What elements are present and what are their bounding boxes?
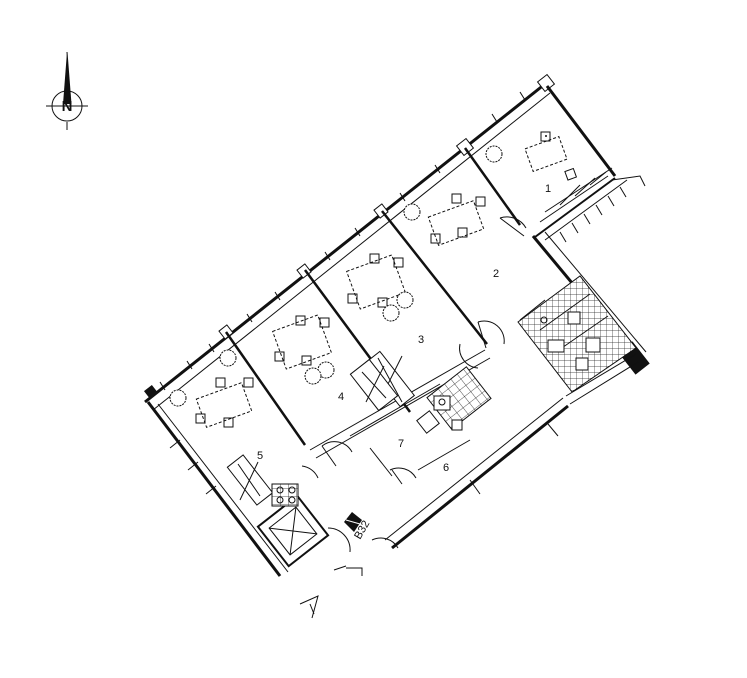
north-arrow-icon: N <box>46 51 88 130</box>
room-5-furniture <box>169 377 274 506</box>
room-label-5: 5 <box>257 450 263 462</box>
room-label-3: 3 <box>418 334 424 346</box>
kitchenette <box>416 366 492 434</box>
room-label-1: 1 <box>545 183 551 195</box>
room-label-4: 4 <box>338 391 344 403</box>
room-label-7: 7 <box>398 438 404 450</box>
room-label-6: 6 <box>443 462 449 474</box>
room-2-furniture <box>403 193 486 246</box>
north-label: N <box>62 98 73 115</box>
room-1-furniture <box>485 131 578 181</box>
bathroom-block <box>517 275 637 393</box>
doors <box>301 216 527 553</box>
room-labels: 1 2 3 4 5 6 7 <box>257 183 551 474</box>
room-label-2: 2 <box>493 268 499 280</box>
room-4-furniture <box>219 314 399 412</box>
stair-core <box>256 483 330 568</box>
